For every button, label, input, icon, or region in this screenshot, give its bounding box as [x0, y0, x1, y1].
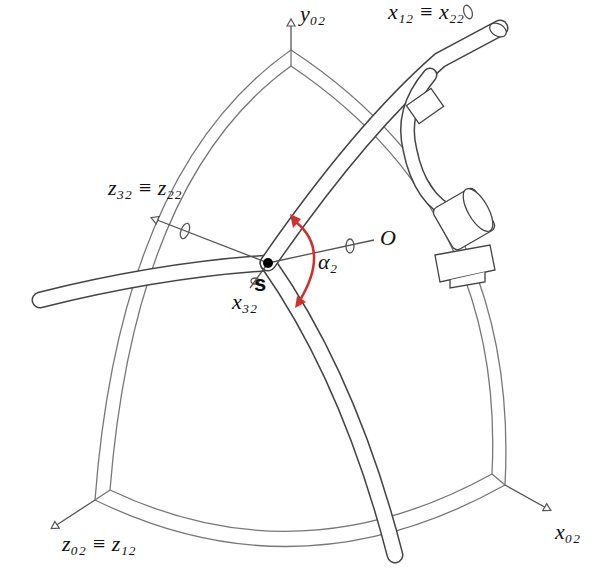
axis-label: z₃₂ ≡ z₂₂: [108, 176, 182, 200]
axis-label: y₀₂: [300, 2, 325, 26]
axis-label: α₂: [318, 250, 337, 274]
axis-label: x₁₂ ≡ x₂₂: [388, 0, 464, 24]
axis-label: x₃₂: [232, 290, 257, 314]
axis-label: x₀₂: [555, 520, 580, 544]
axis-label: O: [380, 226, 396, 250]
axis-label: z₀₂ ≡ z₁₂: [62, 532, 136, 556]
